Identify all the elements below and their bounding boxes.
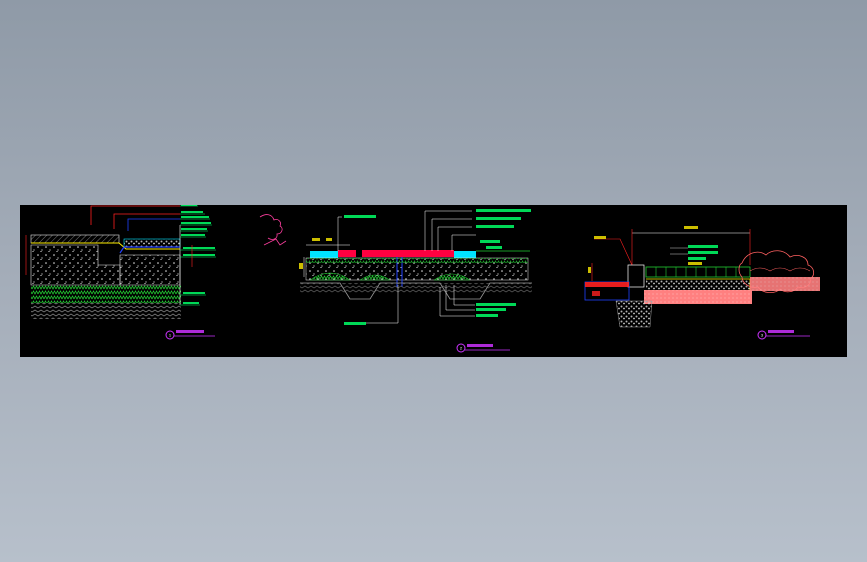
section-3-title-number: 3 xyxy=(761,333,764,338)
section-2-layer-labels xyxy=(344,209,531,325)
section-3-layer-labels xyxy=(670,245,718,265)
section-3-detail[interactable]: 3 xyxy=(584,226,820,340)
section-3-title: 3 xyxy=(757,330,810,340)
section-1-layer-labels xyxy=(180,205,216,306)
section-2-title-number: 2 xyxy=(460,346,463,351)
section-2-leaders xyxy=(337,210,476,324)
section-1-detail[interactable]: 1 xyxy=(25,205,216,340)
section-1-title-number: 1 xyxy=(169,333,172,338)
section-2-detail[interactable]: 2 xyxy=(259,209,532,353)
section-1-title: 1 xyxy=(165,330,215,340)
section-2-title: 2 xyxy=(456,343,510,353)
cad-drawing-svg: 1 xyxy=(25,205,820,353)
cad-drawing-area[interactable]: 1 xyxy=(20,205,847,357)
